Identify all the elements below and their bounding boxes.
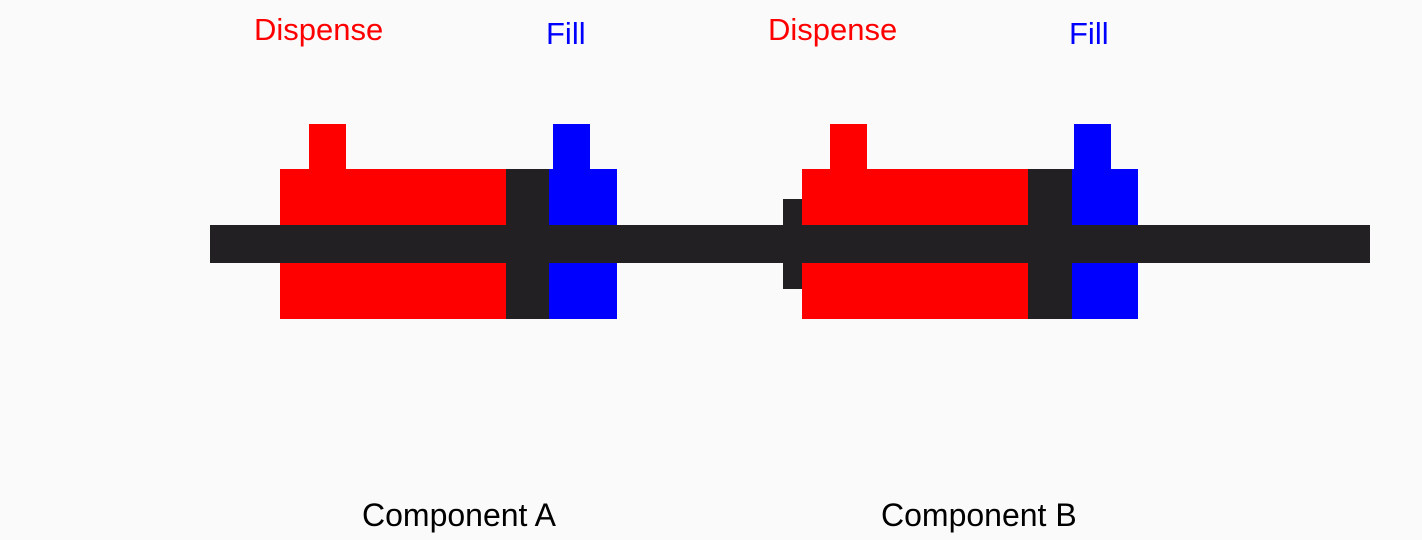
component-a-dispense-port bbox=[309, 124, 346, 170]
component-b-dispense-chamber-upper bbox=[802, 169, 1030, 225]
component-b-fill-label: Fill bbox=[1069, 16, 1109, 51]
component-b-piston-head bbox=[1028, 169, 1074, 319]
component-a-fill-port bbox=[553, 124, 590, 170]
component-a-fill-label: Fill bbox=[546, 16, 586, 51]
component-b-dispense-port bbox=[830, 124, 867, 170]
component-a-piston-head bbox=[506, 169, 551, 319]
component-a-dispense-label: Dispense bbox=[254, 12, 384, 47]
component-a-caption: Component A bbox=[362, 497, 556, 533]
component-a-dispense-chamber-lower bbox=[280, 263, 508, 319]
component-a-fill-chamber-upper bbox=[549, 169, 617, 225]
component-b-dispense-label: Dispense bbox=[768, 12, 898, 47]
component-a-dispense-chamber-upper bbox=[280, 169, 508, 225]
component-b-fill-chamber-upper bbox=[1072, 169, 1138, 225]
component-a-fill-chamber-lower bbox=[549, 263, 617, 319]
component-b-dispense-chamber-lower bbox=[802, 263, 1030, 319]
component-b-fill-port bbox=[1074, 124, 1111, 170]
component-b-fill-chamber-lower bbox=[1072, 263, 1138, 319]
rod-coupling bbox=[783, 199, 803, 289]
component-b-caption: Component B bbox=[881, 497, 1077, 533]
